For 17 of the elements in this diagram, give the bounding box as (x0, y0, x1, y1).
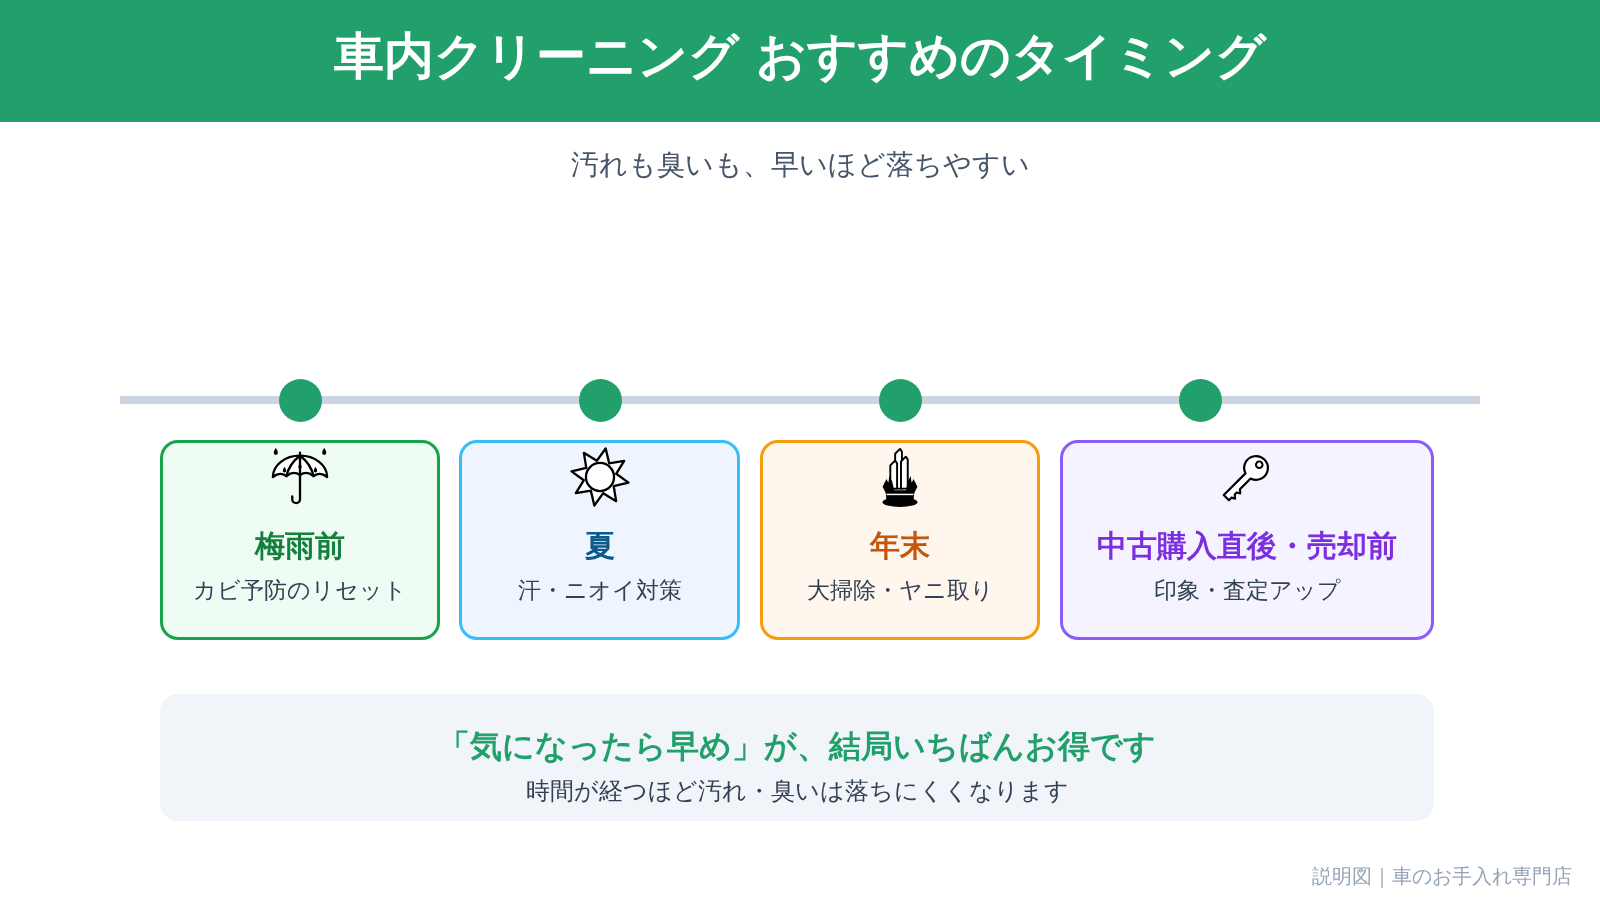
card-text: 大掃除・ヤニ取り (806, 577, 994, 605)
timing-card (1060, 440, 1434, 640)
card-text: 印象・査定アップ (1153, 577, 1341, 605)
card-heading: 中古購入直後・売却前 (1097, 528, 1397, 564)
card-text: 汗・ニオイ対策 (517, 577, 682, 605)
subtitle: 汚れも臭いも、早いほど落ちやすい (570, 148, 1030, 182)
timing-card (459, 440, 740, 640)
note-heading: 「気になったら早め」が、結局いちばんお得です (438, 726, 1156, 766)
card-heading: 梅雨前 (255, 528, 345, 564)
timing-card (760, 440, 1040, 640)
card-heading: 夏 (584, 528, 615, 564)
note-text: 時間が経つほど汚れ・臭いは落ちにくくなります (525, 776, 1069, 806)
title: 車内クリーニング おすすめのタイミング (333, 26, 1267, 86)
card-text: カビ予防のリセット (193, 577, 407, 605)
footer-note: 説明図｜車のお手入れ専門店 (1312, 864, 1572, 888)
timing-card (160, 440, 440, 640)
card-heading: 年末 (870, 528, 930, 564)
